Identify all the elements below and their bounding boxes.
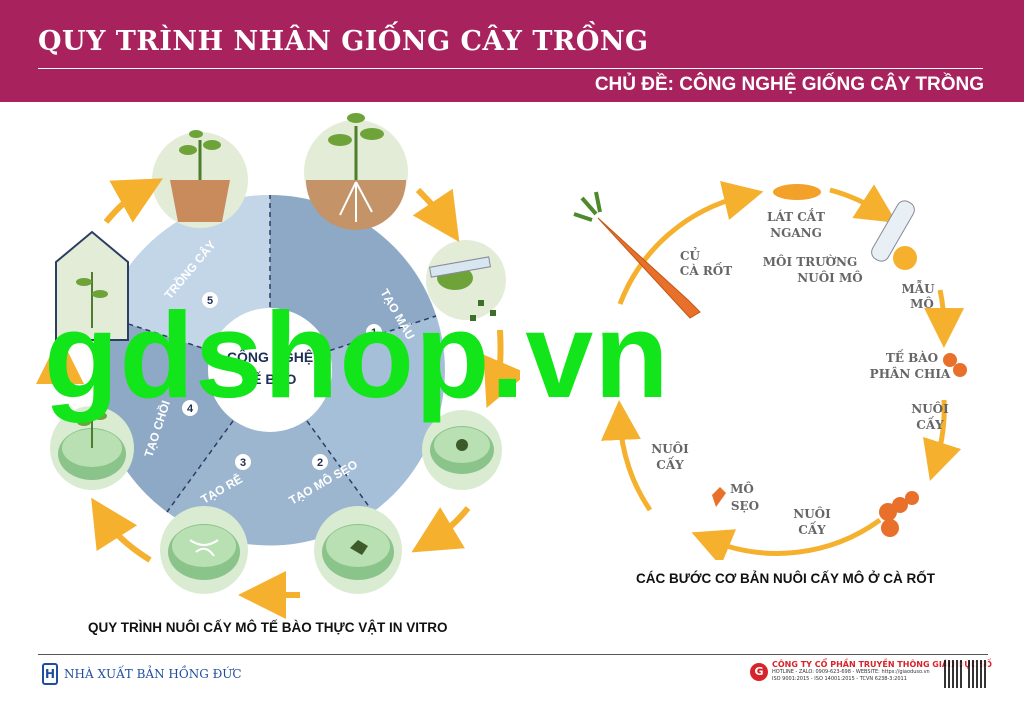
label-nuoi-left: NUÔI [651,440,689,456]
in-vitro-cycle-diagram: CÔNG NGHỆ TẾ BÀO TẠO MẪU TẠO MÔ SẸO TẠO … [36,113,520,619]
tissue-icon [712,487,726,507]
label-cay-left: CẤY [656,455,684,472]
publisher: H NHÀ XUẤT BẢN HỒNG ĐỨC [42,662,242,686]
label-mo-seo-2: SẸO [731,499,759,513]
center-label-1: CÔNG NGHỆ [227,348,313,365]
label-cay-bottom: CẤY [798,520,826,537]
leaf-sample-icon [426,240,506,321]
label-nuoi-right: NUÔI [911,400,949,416]
carrot-slice-icon [773,184,821,200]
label-mau: MẪU [901,279,935,296]
label-moi-truong: MÔI TRƯỜNG [763,253,858,269]
left-diagram-caption: QUY TRÌNH NUÔI CẤY MÔ TẾ BÀO THỰC VẬT IN… [88,620,448,635]
step-4-number: 4 [187,403,194,415]
wheel-center [208,308,332,432]
petri-dish-shoots-icon [50,406,134,490]
carrot-cycle-ring [600,181,965,560]
dividing-cells-icon [943,353,967,377]
company-contact: HOTLINE - ZALO: 0909-623-698 - WEBSITE: … [772,669,930,675]
publisher-logo-icon: H [42,663,58,685]
company-info: G CÔNG TY CỔ PHẦN TRUYỀN THÔNG GIÁO DỤC … [750,660,992,683]
label-cu: CỦ [680,246,701,263]
label-lat-cat: LÁT CẮT [767,207,825,224]
plant-roots-icon [304,113,408,230]
petri-dish-icon-2 [314,506,402,594]
step-2-number: 2 [317,457,323,469]
label-nuoi-mo: NUÔI MÔ [797,269,862,285]
step-5-number: 5 [207,295,213,307]
publisher-name: NHÀ XUẤT BẢN HỒNG ĐỨC [64,667,242,681]
petri-dish-icon-1 [422,410,502,490]
footer-divider [38,654,988,655]
company-iso: ISO 9001:2015 - ISO 14001:2015 - TCVN 62… [772,676,907,682]
test-tube-icon [871,200,917,270]
wheel-sector-3 [167,370,373,546]
petri-dish-roots-icon [160,506,248,594]
watermark-text: gdshop.vn [44,287,670,423]
cycle-arrows [36,178,520,619]
header-divider [38,68,983,69]
center-label-2: TẾ BÀO [244,371,297,387]
label-ca-rot: CÀ RỐT [680,261,732,278]
step-1-number: 1 [371,327,377,339]
page-title: QUY TRÌNH NHÂN GIỐNG CÂY TRỒNG [38,26,649,57]
label-te-bao: TẾ BÀO [886,348,938,365]
label-mo: MÔ [910,295,934,311]
step-3-number: 3 [240,457,246,469]
header-banner: QUY TRÌNH NHÂN GIỐNG CÂY TRỒNG CHỦ ĐỀ: C… [0,0,1024,102]
qr-code-icon-2 [968,660,988,688]
label-ngang: NGANG [770,226,822,240]
qr-code-icon [944,660,964,688]
company-logo-icon: G [750,662,768,681]
potted-plant-icon [152,130,248,228]
carrot-icon [573,191,701,319]
label-cay-right: CẤY [916,415,944,432]
label-mo-seo-1: MÔ [730,480,754,496]
page-subtitle: CHỦ ĐỀ: CÔNG NGHỆ GIỐNG CÂY TRỒNG [594,74,984,95]
company-name: CÔNG TY CỔ PHẦN TRUYỀN THÔNG GIÁO DỤC SỐ [772,660,992,669]
callus-icon [879,491,919,537]
right-diagram-caption: CÁC BƯỚC CƠ BẢN NUÔI CẤY MÔ Ở CÀ RỐT [636,571,935,586]
greenhouse-icon [55,230,129,341]
label-phan-chia: PHÂN CHIA [870,366,951,381]
carrot-culture-diagram: CỦ CÀ RỐT LÁT CẮT NGANG MÔI TRƯỜNG NUÔI … [573,181,967,560]
label-nuoi-bottom: NUÔI [793,505,831,521]
